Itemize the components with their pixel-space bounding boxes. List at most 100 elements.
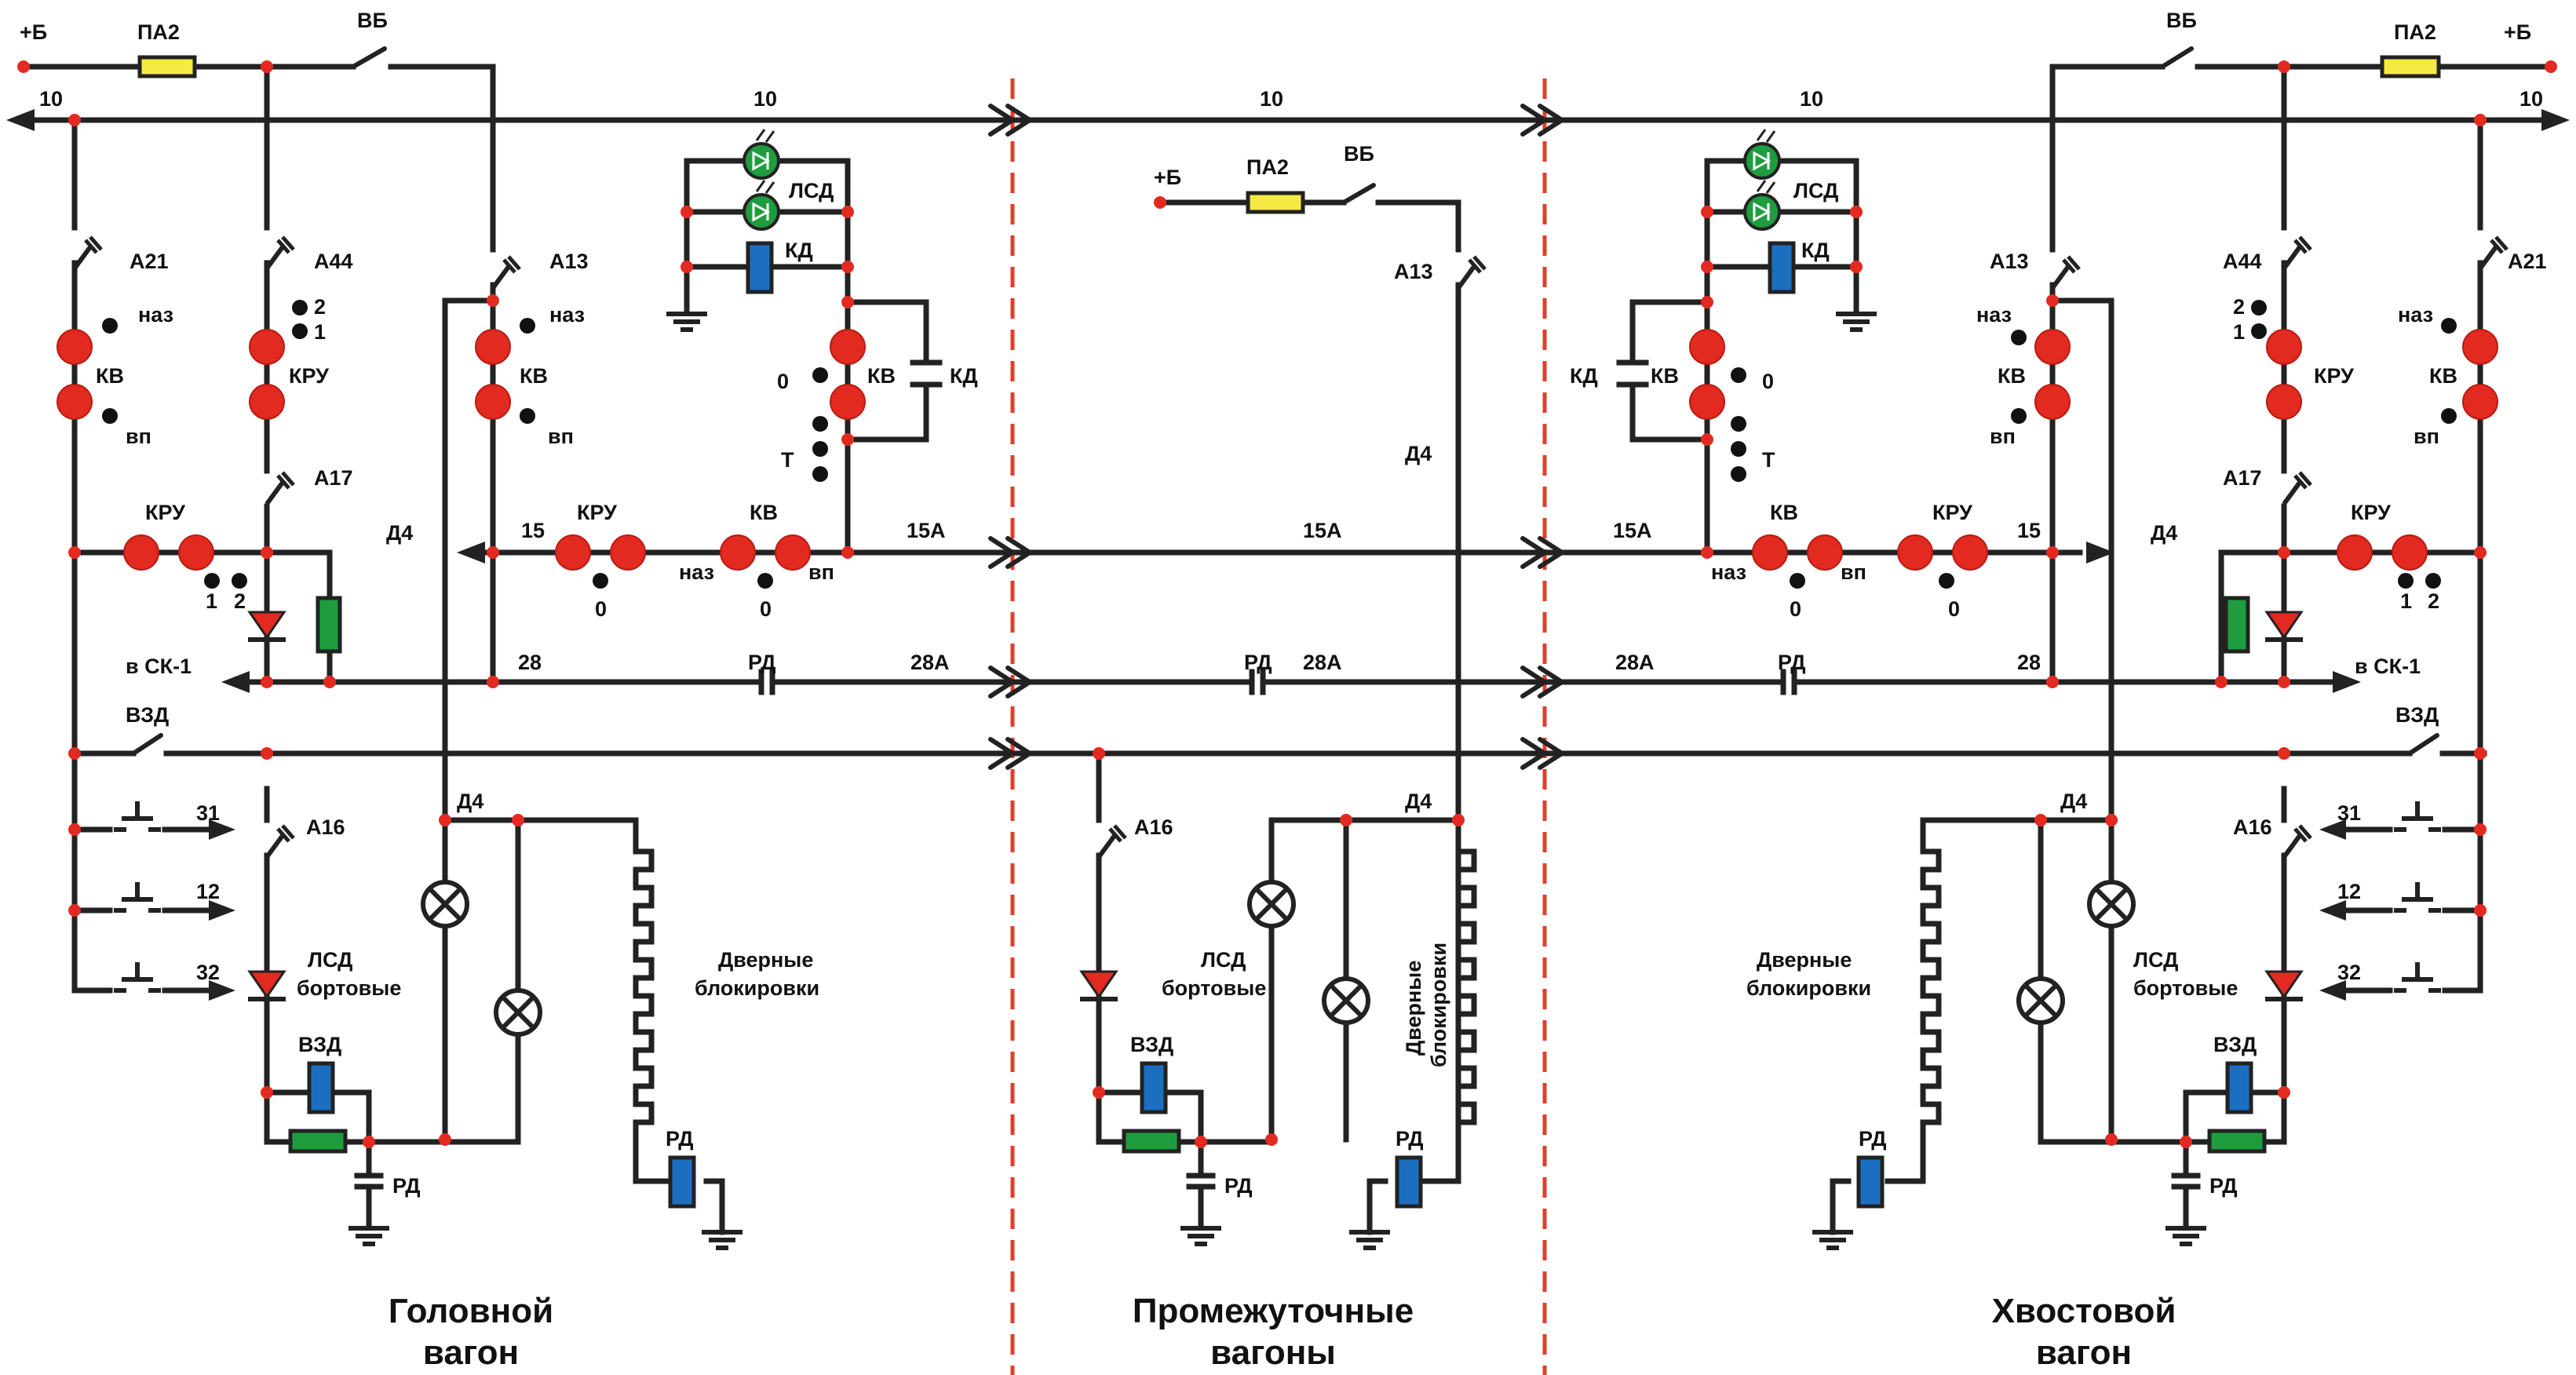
label-vp-a21-tail: вп: [2414, 425, 2439, 448]
label-pa2-middle: ПА2: [1246, 155, 1289, 179]
label-pos1-row-head: 1: [206, 589, 217, 613]
section-title-tail-2: вагон: [2036, 1333, 2132, 1372]
section-title-head-1: Головной: [389, 1292, 553, 1330]
label-kru-a44-head: КРУ: [289, 364, 330, 388]
breaker-a16-tail: [2284, 826, 2311, 863]
label-d4-middle-1: Д4: [1405, 442, 1432, 465]
label-naz-a13-tail: наз: [1976, 303, 2012, 326]
tail-lsd-kd-block: [1616, 158, 1859, 556]
fuse-pa2-head: [137, 55, 197, 78]
label-door-locks-middle-1: Дверные: [1402, 961, 1425, 1056]
bus-10: [6, 104, 2570, 137]
label-lsd-tail: ЛСД: [1793, 179, 1838, 202]
diode-lsd-head: [247, 970, 286, 1001]
kru-contacts-tail-a44: [2266, 329, 2302, 420]
label-plus-b-middle: +Б: [1154, 166, 1181, 189]
kru-contacts-tail-row: [2337, 534, 2428, 571]
section-title-middle-1: Промежуточные: [1133, 1292, 1414, 1330]
resistor-head: [316, 596, 342, 654]
button-31-tail: [2394, 801, 2441, 830]
switch-vzd-tail: [2407, 733, 2439, 756]
label-lsd-bort-middle-1: ЛСД: [1201, 948, 1246, 972]
label-lsd-bort-head-2: бортовые: [297, 976, 401, 1000]
label-plus-b-tail: +Б: [2504, 20, 2531, 44]
breaker-a44-head: [267, 237, 294, 275]
label-rd-28-tail: РД: [1778, 651, 1806, 674]
label-pos0-kv-tail: 0: [1790, 597, 1801, 621]
label-kru-15-tail: КРУ: [1932, 501, 1973, 524]
relay-vzd-tail: [2225, 1061, 2253, 1114]
relay-rd-tail: [1856, 1155, 1885, 1209]
label-lsd-bort-head-1: ЛСД: [308, 948, 352, 972]
label-rd-relay-middle: РД: [1396, 1127, 1424, 1151]
label-10-middle: 10: [1260, 87, 1283, 111]
label-pos1-row-tail: 1: [2400, 589, 2412, 613]
label-lsd-bort-tail-2: бортовые: [2133, 976, 2238, 1000]
relay-vzd-head: [307, 1061, 335, 1114]
label-vp-a21-head: вп: [126, 425, 151, 448]
diode-lsd-middle: [1079, 970, 1118, 1001]
label-door-locks-head-1: Дверные: [718, 948, 813, 972]
label-lsd-bort-middle-2: бортовые: [1162, 976, 1266, 1000]
label-kv-15-tail: КВ: [1770, 501, 1798, 524]
section-title-head-2: вагон: [423, 1333, 519, 1372]
label-door-locks-tail-2: блокировки: [1746, 976, 1871, 1000]
label-a16-middle: А16: [1134, 815, 1173, 839]
label-pos1-a44-head: 1: [314, 320, 326, 344]
kv-contacts-head-15: [720, 534, 811, 571]
breaker-a21-head: [75, 237, 101, 275]
label-kd-relay-tail: КД: [1801, 239, 1830, 262]
ground-head-1: [348, 1228, 389, 1244]
breaker-a16-head: [267, 826, 294, 863]
button-12-head: [114, 882, 161, 910]
label-vzd-relay-middle: ВЗД: [1130, 1033, 1173, 1056]
label-28a-middle: 28А: [1303, 651, 1342, 674]
kv-contacts-tail-a21: [2462, 329, 2498, 420]
breaker-a16-middle: [1099, 826, 1126, 863]
label-naz-15-tail: наз: [1711, 560, 1746, 584]
switch-vzd-head: [131, 733, 163, 756]
label-d4-head-2: Д4: [457, 790, 483, 813]
label-kd-contact-tail: КД: [1570, 364, 1598, 388]
label-10-left: 10: [39, 87, 63, 111]
ground-tail-3: [1836, 314, 1877, 330]
label-pos2-row-tail: 2: [2428, 589, 2439, 613]
resistor-vzd-head: [288, 1129, 348, 1154]
label-pa2-head: ПА2: [137, 20, 180, 44]
label-28-tail: 28: [2017, 651, 2041, 674]
label-to-sk1-tail: в СК-1: [2355, 655, 2421, 678]
label-rd-contact-head: РД: [392, 1174, 421, 1198]
kv-contacts-tail-15: [1752, 534, 1843, 571]
label-15a-middle: 15А: [1303, 519, 1342, 542]
label-10-head: 10: [753, 87, 777, 111]
ground-middle-2: [1349, 1232, 1390, 1248]
head-car-wiring: [20, 46, 725, 1235]
label-vp-a13-head: вп: [548, 425, 574, 448]
head-lsd-kd-block: [684, 158, 943, 556]
label-a13-middle: А13: [1394, 260, 1433, 283]
ground-middle-1: [1180, 1228, 1221, 1244]
junction-dots: [17, 60, 2557, 1148]
label-vp-15-tail: вп: [1841, 560, 1866, 584]
label-15-tail: 15: [2017, 519, 2041, 542]
relay-kd-head: [746, 241, 774, 294]
led-lsd-tail-2: [1743, 179, 1781, 231]
kv-contacts-tail-a13: [2034, 329, 2071, 420]
label-15a-head: 15А: [907, 519, 946, 542]
label-31-tail: 31: [2337, 801, 2361, 825]
label-lsd-head: ЛСД: [789, 179, 834, 202]
label-vb-middle: ВБ: [1344, 142, 1374, 166]
tail-car-wiring: [1830, 46, 2554, 1235]
section-title-middle-2: вагоны: [1210, 1333, 1336, 1372]
label-pos2-a44-head: 2: [314, 295, 326, 319]
kru-contacts-tail-15: [1897, 534, 1988, 571]
contact-rd-middle: [1186, 1158, 1216, 1212]
label-vp-15-head: вп: [808, 560, 834, 584]
label-to-sk1-head: в СК-1: [126, 655, 192, 678]
relay-rd-middle: [1395, 1155, 1423, 1209]
label-a44-head: А44: [314, 250, 353, 273]
label-rd-28-middle: РД: [1244, 651, 1272, 674]
label-pos1-a44-tail: 1: [2233, 320, 2245, 344]
label-kru-row-head: КРУ: [145, 501, 186, 524]
